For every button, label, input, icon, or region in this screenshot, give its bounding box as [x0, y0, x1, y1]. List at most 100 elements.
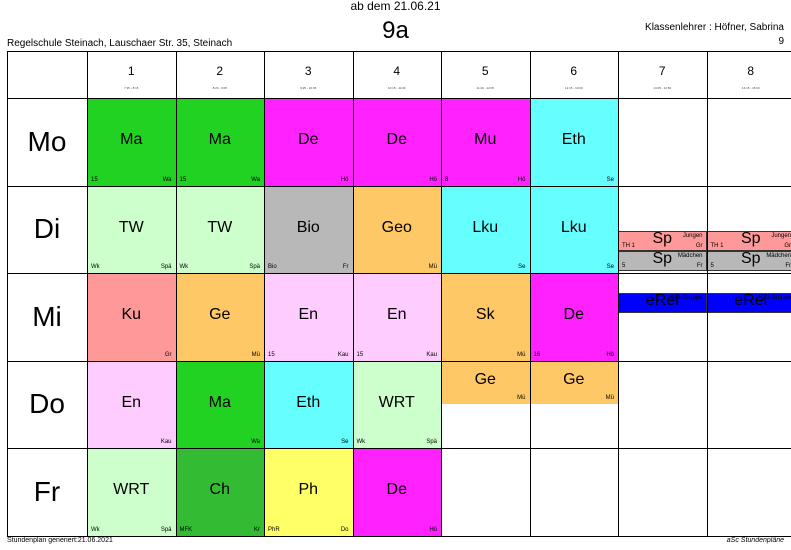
lesson-teacher: Hö: [606, 351, 614, 358]
period-time: 11:20 - 12:05: [476, 86, 494, 90]
lesson-room: Bio: [268, 264, 277, 270]
lesson-teacher: Mü: [517, 395, 526, 402]
day-label: Mi: [32, 300, 62, 332]
lesson-room: Wk: [179, 264, 189, 270]
lesson-teacher: Spä: [426, 439, 437, 445]
lesson-teacher: Mü: [517, 351, 526, 358]
lesson-subject: Bio: [296, 218, 320, 236]
class-teacher: Klassenlehrer : Höfner, Sabrina: [645, 22, 784, 33]
lesson-subject: TW: [207, 218, 233, 236]
software-name: aSc Stundenpläne: [726, 537, 784, 544]
grid-line: [264, 51, 265, 536]
grid-line: [87, 51, 88, 536]
lesson-subject: Mu: [474, 131, 497, 148]
period-number: 4: [393, 64, 401, 78]
grid-line: [7, 98, 791, 99]
group-lesson-room: TH 1: [622, 242, 636, 249]
lesson-teacher: Kau: [337, 351, 349, 358]
lesson-room: 15: [356, 351, 364, 358]
lesson-teacher: Mü: [605, 395, 614, 402]
school-address: Regelschule Steinach, Lauschaer Str. 35,…: [7, 38, 233, 49]
lesson-room: 15: [91, 176, 98, 183]
lesson-subject: Ku: [121, 306, 142, 323]
lesson-teacher: Se: [518, 264, 526, 270]
lesson-teacher: Mü: [428, 264, 437, 270]
lesson-teacher: Wa: [251, 439, 260, 445]
lesson-subject: WRT: [113, 481, 150, 498]
lesson-subject: Ch: [209, 481, 230, 498]
group-lesson-group: Mädchen: [677, 252, 703, 259]
day-label: Di: [33, 213, 61, 245]
lesson-subject: Sk: [475, 306, 495, 323]
lesson-subject: Ma: [208, 393, 231, 411]
lesson-subject: Ge: [563, 370, 585, 388]
lesson-teacher: Se: [606, 176, 614, 183]
lesson-subject: WRT: [378, 393, 415, 411]
grid-line: [7, 535, 791, 537]
lesson-subject: En: [298, 306, 319, 323]
group-lesson-subject: eRel: [734, 293, 768, 309]
group-lesson-subject: Sp: [652, 230, 673, 247]
group-lesson-group: Mädchen: [766, 252, 791, 259]
lesson-subject: Eth: [561, 131, 586, 148]
period-time: 9:25 - 10:05: [300, 86, 317, 90]
lesson-room: MFK: [179, 526, 193, 533]
lesson-teacher: Mü: [251, 351, 260, 358]
lesson-teacher: Spä: [160, 526, 172, 533]
lesson-room: PhR: [268, 526, 280, 533]
lesson-teacher: Kau: [426, 351, 437, 358]
grid-line: [352, 51, 354, 536]
class-name: 9a: [382, 17, 409, 44]
grid-line: [7, 51, 791, 52]
lesson-teacher: Do: [340, 526, 349, 533]
grid-line: [441, 51, 442, 536]
lesson-subject: Geo: [381, 218, 412, 236]
lesson-subject: Eth: [296, 393, 321, 411]
grid-line: [175, 51, 177, 536]
group-lesson-room: TH 1: [710, 242, 724, 249]
lesson-subject: Ge: [474, 370, 496, 388]
lesson-subject: Ma: [208, 131, 231, 148]
period-number: 6: [570, 64, 578, 78]
lesson-teacher: Wa: [251, 176, 260, 183]
group-lesson-subject: Sp: [652, 250, 673, 267]
group-lesson-group: Reli-Gruppe: [758, 295, 791, 301]
